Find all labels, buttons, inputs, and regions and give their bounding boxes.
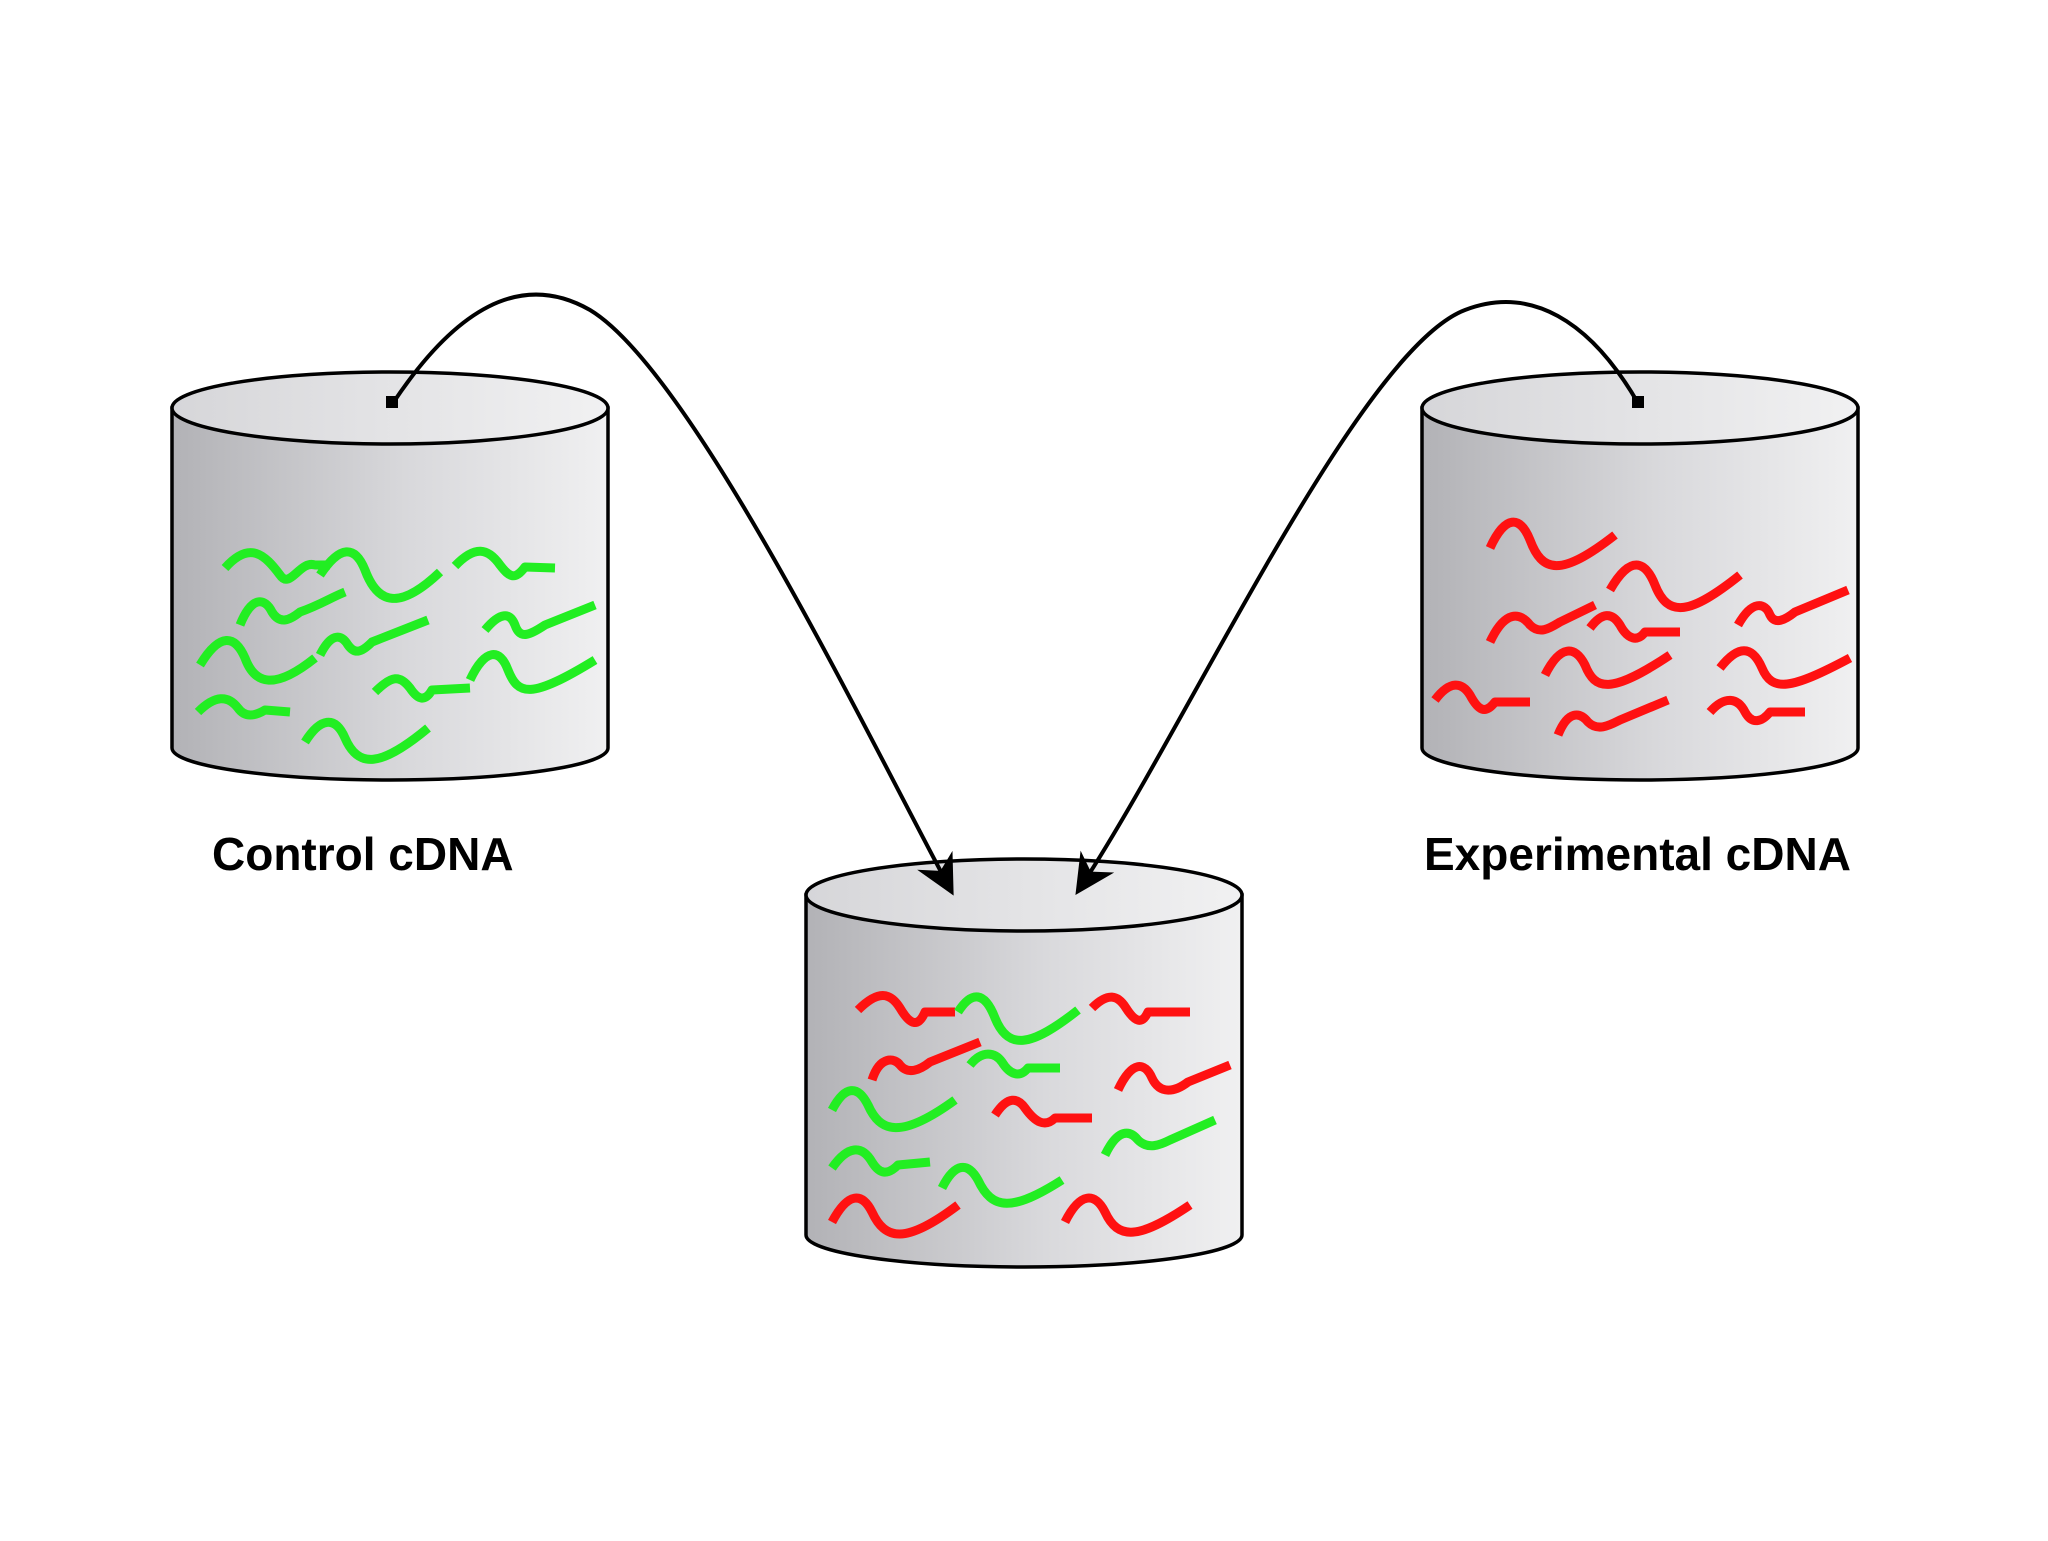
dna-strand [966, 1049, 1060, 1079]
dna-strand [1716, 646, 1853, 689]
dna-strand [1431, 680, 1530, 714]
dna-strand [1485, 517, 1618, 571]
dna-strand [371, 674, 471, 703]
dna-strand [1100, 1115, 1217, 1158]
dna-strand [301, 717, 431, 764]
dna-strand [954, 992, 1081, 1045]
dna-strand [854, 991, 955, 1027]
dna-strand [465, 650, 598, 694]
dna-strand [1734, 585, 1850, 628]
dna-strand [194, 694, 291, 720]
dna-strand [1553, 695, 1670, 737]
dna-strand [316, 547, 444, 603]
dna-strand [481, 600, 597, 639]
mixture-container-top [804, 857, 1244, 933]
experimental-strands [1431, 517, 1853, 737]
dna-strand [1485, 600, 1597, 645]
experimental-container-body [1420, 406, 1860, 782]
experimental-to-mixture-arrow [1075, 300, 1640, 896]
dna-strand [828, 1145, 931, 1177]
dna-strand [315, 615, 430, 658]
dna-strand [1088, 992, 1190, 1025]
dna-strand [1606, 560, 1743, 612]
dna-strand [828, 1086, 958, 1133]
mixture-container [804, 857, 1244, 1269]
experimental-arrow-tail [1632, 396, 1644, 408]
mixture-strands [828, 991, 1232, 1239]
mixture-container-body [804, 893, 1244, 1269]
dna-strand [235, 587, 347, 627]
dna-strand [1060, 1193, 1193, 1237]
experimental-cdna-label: Experimental cDNA [1424, 828, 1851, 880]
dna-strand [1540, 646, 1673, 689]
dna-strand [867, 1037, 982, 1082]
dna-strand [991, 1095, 1092, 1128]
control-to-mixture-arrow [391, 292, 954, 896]
dna-strand [937, 1163, 1065, 1208]
dna-strand [221, 548, 330, 584]
dna-strand [1706, 695, 1805, 726]
dna-strand [1586, 611, 1680, 643]
experimental-container [1420, 370, 1860, 782]
control-cdna-label: Control cDNA [212, 828, 514, 880]
control-strands [194, 546, 598, 764]
control-container [170, 370, 610, 782]
transfer-arrows [386, 292, 1644, 896]
dna-strand [1113, 1060, 1232, 1095]
control-arrow-tail [386, 396, 398, 408]
dna-strand [196, 636, 318, 685]
dna-strand [451, 546, 556, 581]
dna-strand [828, 1193, 961, 1239]
